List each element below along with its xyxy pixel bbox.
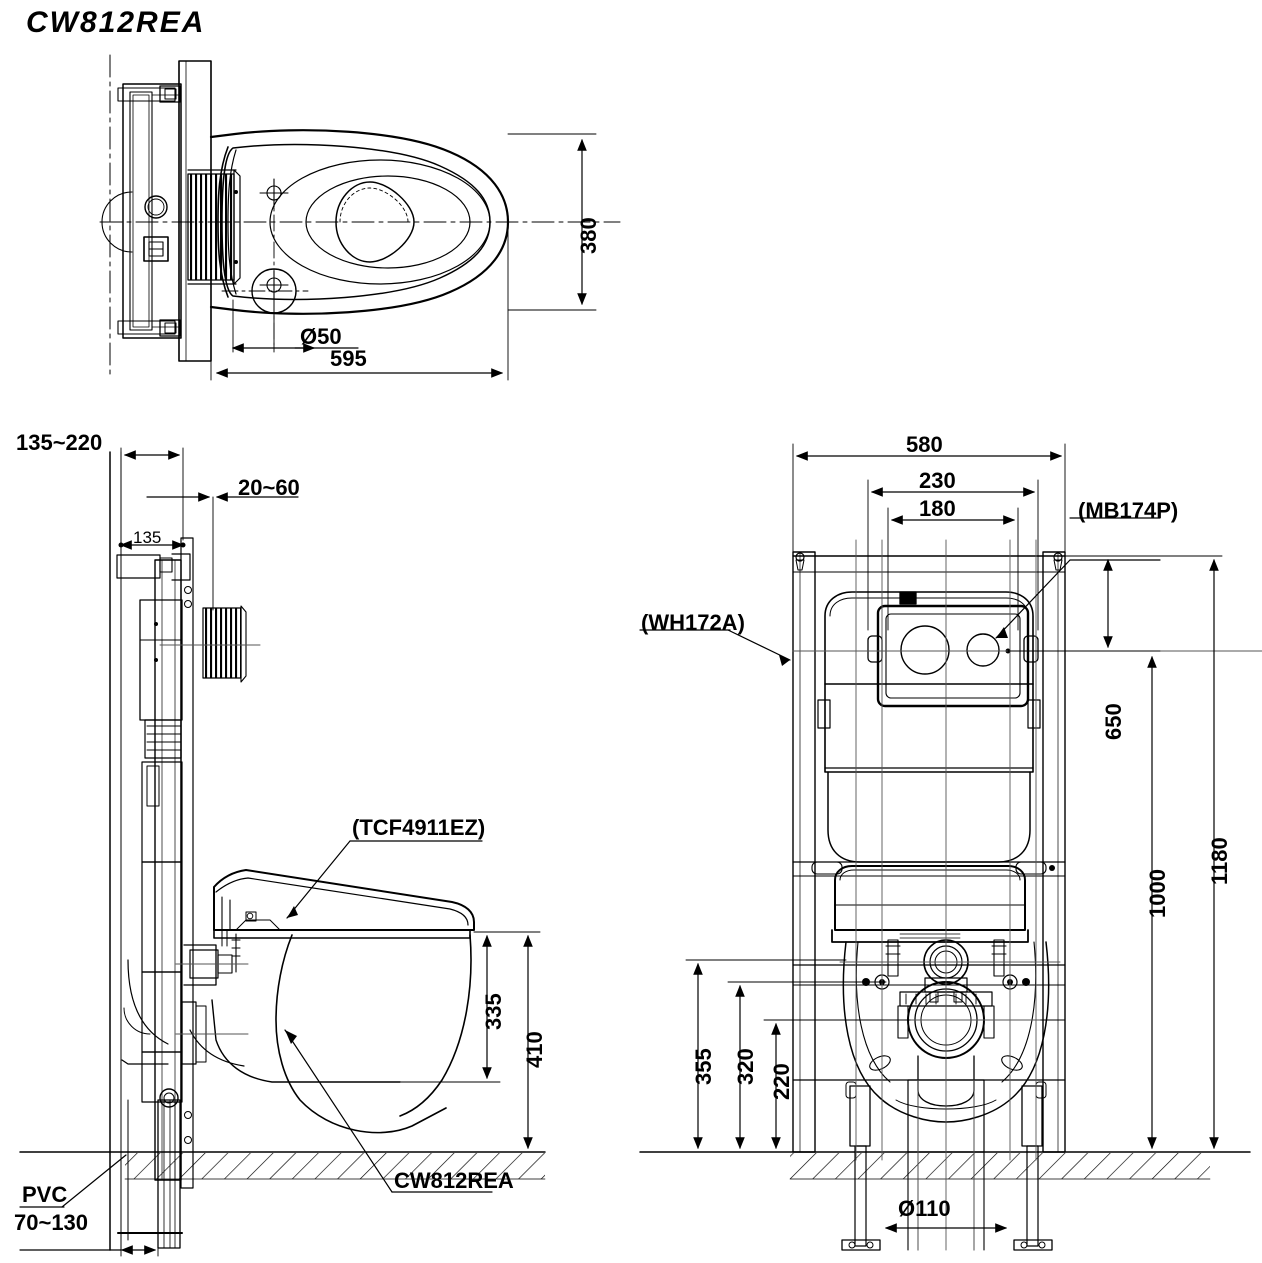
dimension-320: 320	[733, 1048, 758, 1085]
dimension-380: 380	[576, 217, 601, 254]
dimension-1000: 1000	[1145, 869, 1170, 918]
dimension-595: 595	[330, 346, 367, 371]
dimension-355: 355	[691, 1048, 716, 1085]
callout-mb174p: (MB174P)	[1078, 498, 1179, 523]
dimension-135-220: 135~220	[16, 430, 103, 455]
dimension-70-130: 70~130	[14, 1210, 89, 1235]
dimension-135: 135	[133, 528, 162, 547]
plan-view-dimensions	[210, 133, 597, 381]
dimension-410: 410	[522, 1031, 547, 1068]
callout-cw812rea: CW812REA	[394, 1168, 514, 1193]
dimension-180: 180	[919, 496, 956, 521]
dimension-20-60: 20~60	[238, 475, 300, 500]
callout-pvc: PVC	[22, 1182, 68, 1207]
dimension-650: 650	[1101, 703, 1126, 740]
callout-wh172a: (WH172A)	[641, 610, 745, 635]
front-elevation-dimensions	[639, 443, 1223, 1233]
page-title: CW812REA	[26, 6, 206, 39]
dimension-diameter-50: Ø50	[300, 324, 342, 349]
callout-tcf4911ez: (TCF4911EZ)	[352, 815, 486, 840]
dimension-580: 580	[906, 432, 943, 457]
side-elevation-geometry	[19, 451, 546, 1251]
plan-view-geometry	[99, 54, 621, 376]
dimension-1180: 1180	[1207, 837, 1232, 885]
dimension-diameter-110: Ø110	[898, 1196, 951, 1221]
front-elevation-geometry	[639, 539, 1262, 1251]
side-elevation-dimensions	[19, 447, 541, 1257]
dimension-230: 230	[919, 468, 956, 493]
dimension-335: 335	[481, 993, 506, 1030]
dimension-220: 220	[769, 1063, 794, 1100]
